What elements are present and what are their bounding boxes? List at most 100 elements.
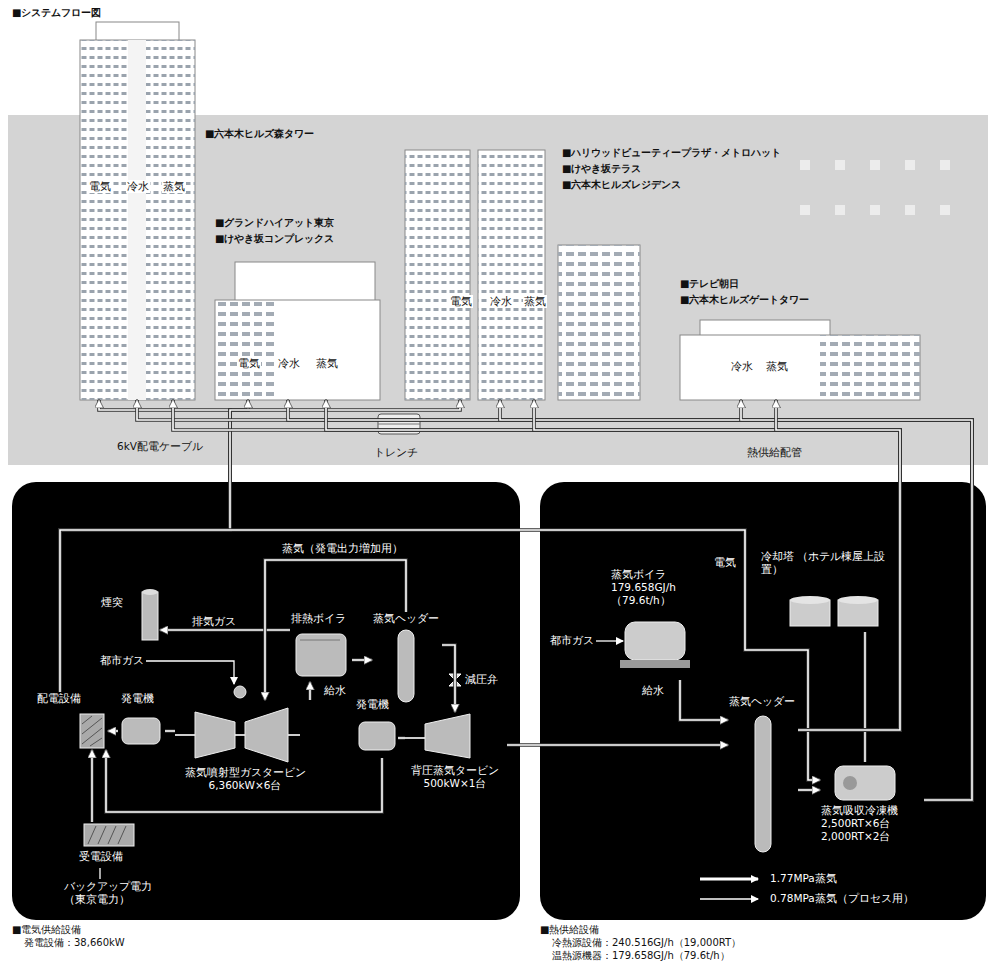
supply-label: 冷水 — [277, 357, 301, 370]
pipe-connector — [106, 750, 382, 812]
pipe-connector — [60, 400, 248, 692]
equipment-label: 受電設備 — [78, 850, 124, 863]
building-name: ■テレビ朝日 — [680, 278, 739, 290]
panel-electric — [12, 482, 520, 920]
equipment-label: 蒸気ヘッダー — [372, 612, 440, 625]
connector-casing — [798, 788, 820, 792]
connector-casing — [680, 680, 728, 720]
plant-panel: ■熱供給設備冷熱源設備：240.516GJ/h（19,000RT）温熱源機器：1… — [540, 482, 986, 920]
pipe-connector — [326, 400, 900, 730]
connector-line — [288, 400, 972, 800]
generator: 発電機 — [118, 692, 165, 750]
equipment-label: 発電機 — [120, 692, 155, 705]
steam-turbine-drawing — [398, 714, 470, 758]
pipe-connector — [741, 400, 972, 800]
steam-boiler: 蒸気ボイラ 179.658GJ/h （79.6t/h） — [610, 568, 704, 680]
facility-caption: ■電気供給設備 — [12, 924, 81, 936]
building-name: ■けやき坂コンプレックス — [215, 233, 334, 245]
pipe-connector — [137, 400, 972, 800]
building-name: ■ハリウッドビューティープラザ・メトロハット — [562, 147, 781, 159]
mori-tower-drawing — [80, 22, 195, 400]
building-name: ■けやき坂テラス — [562, 163, 641, 175]
note-label: 都市ガス — [98, 654, 146, 667]
supply-label: 蒸気 — [765, 360, 789, 373]
boiler: 排熱ボイラ — [290, 612, 352, 682]
connector-casing — [507, 743, 728, 747]
cooling-tower-drawing — [790, 596, 878, 626]
facility-caption: 冷熱源設備：240.516GJ/h（19,000RT） — [552, 937, 741, 949]
pipe-connector — [165, 731, 175, 732]
chimney-drawing — [142, 589, 158, 640]
connector-line — [60, 400, 460, 692]
supply-label: 蒸気 — [162, 180, 186, 193]
supply-label: 電気 — [237, 357, 261, 370]
legend-text: 1.77MPa蒸気 — [768, 872, 839, 885]
connector-line — [91, 750, 93, 822]
steam-turbine: 背圧蒸気タービン 500kW×1台 — [405, 712, 507, 802]
note-label: バックアップ電力 （東京電力） — [62, 880, 161, 906]
equipment-label: 発電機 — [355, 698, 390, 711]
pipe-connector — [507, 745, 728, 746]
building: ■ハリウッドビューティープラザ・メトロハット■けやき坂テラス■六本木ヒルズレジデ… — [405, 145, 640, 400]
gas-leader — [596, 640, 623, 641]
header-drawing — [398, 630, 414, 702]
connector-line — [165, 730, 175, 732]
receiving-equipment: 受電設備 — [78, 822, 140, 867]
connector-line — [398, 737, 405, 739]
equipment-label: 蒸気ヘッダー — [728, 695, 796, 708]
switchgear: 配電設備 — [36, 692, 108, 750]
connector-line — [137, 400, 972, 800]
decor-squares — [800, 160, 950, 215]
pipe-connector — [60, 400, 230, 692]
connector-line — [352, 659, 372, 661]
pipe-connector — [865, 632, 866, 762]
note-label: 熱供給配管 — [745, 446, 804, 459]
pipe-connector — [310, 682, 311, 700]
pipe-connector — [160, 630, 290, 631]
equipment-label: 排熱ボイラ — [290, 612, 347, 625]
connector-casing — [173, 400, 900, 730]
connector-line — [60, 400, 230, 692]
equipment-label: 蒸気ボイラ 179.658GJ/h （79.6t/h） — [610, 568, 702, 607]
connector-line — [507, 744, 728, 746]
hyatt-drawing — [215, 262, 380, 400]
pipe-connector — [680, 680, 728, 720]
connector-casing — [741, 400, 972, 800]
edge-label: 蒸気（発電出力増加用） — [280, 542, 405, 555]
pipe-connector — [288, 400, 972, 800]
connector-line — [741, 400, 972, 800]
building: ■六本木ヒルズ森タワー電気冷水蒸気 — [80, 30, 195, 400]
connector-line — [864, 632, 866, 762]
facility-caption: ■熱供給設備 — [540, 924, 599, 936]
connector-casing — [398, 736, 405, 740]
connector-line — [60, 400, 248, 692]
note-label: 給水 — [640, 684, 666, 697]
connector-casing — [265, 560, 406, 700]
connector-casing — [534, 400, 900, 730]
supply-label: 蒸気 — [523, 295, 547, 308]
pipe-connector — [798, 790, 820, 791]
pipe-connector — [500, 400, 972, 800]
connector-line — [798, 789, 820, 791]
supply-label: 電気 — [88, 180, 112, 193]
note-label: トレンチ — [372, 446, 420, 459]
connector-casing — [326, 400, 900, 730]
connector-casing — [106, 750, 382, 812]
connector-casing — [60, 530, 820, 780]
generator-drawing — [359, 722, 395, 750]
connector-line — [106, 750, 382, 812]
backup-leader — [99, 868, 100, 879]
connector-casing — [863, 632, 867, 762]
connector-casing — [60, 400, 248, 692]
steam-boiler-drawing — [620, 622, 690, 668]
connector-casing — [165, 729, 175, 733]
connector-line — [173, 400, 900, 730]
pipe-connector — [108, 731, 118, 732]
connector-casing — [137, 400, 972, 800]
connector-casing — [442, 645, 455, 712]
pipe-connector — [442, 645, 455, 712]
receiving-drawing — [84, 824, 134, 846]
facility-caption: 温熱源機器：179.658GJ/h（79.6t/h） — [552, 950, 730, 962]
equipment-label: 冷却塔 （ホテル棟屋上設置） — [760, 550, 887, 576]
pipe-connector — [352, 660, 372, 661]
